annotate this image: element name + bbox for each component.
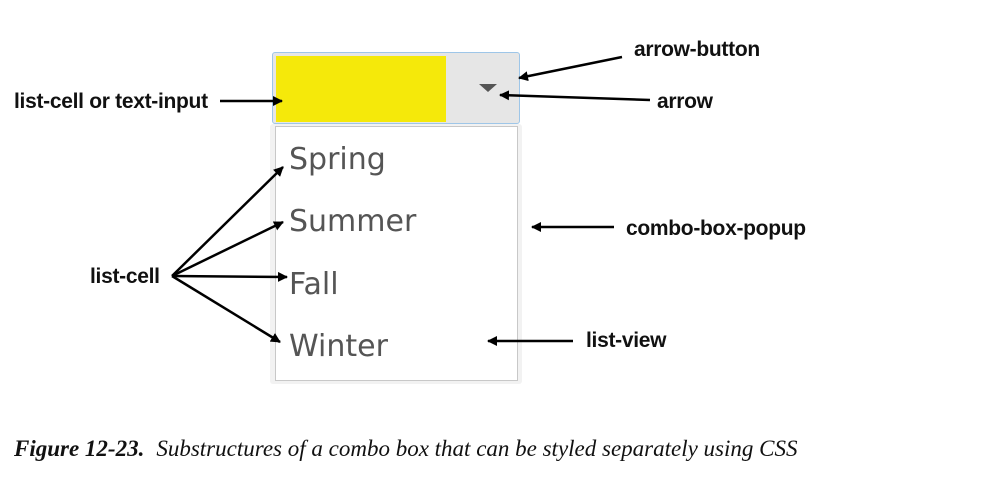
- triangle-down-icon: [479, 84, 497, 92]
- arrow-to-fall: [171, 271, 288, 282]
- figure-caption-text: Substructures of a combo box that can be…: [156, 436, 798, 461]
- list-view[interactable]: Spring Summer Fall Winter: [275, 126, 518, 381]
- label-arrow: arrow: [657, 90, 713, 113]
- label-list-cell-or-text-input: list-cell or text-input: [14, 90, 208, 113]
- list-item-spring[interactable]: Spring: [289, 142, 386, 177]
- list-item-fall[interactable]: Fall: [289, 267, 339, 302]
- combo-list-cell[interactable]: [276, 56, 446, 122]
- label-arrow-button: arrow-button: [634, 38, 760, 61]
- combo-box[interactable]: [272, 52, 520, 124]
- figure-caption: Figure 12-23. Substructures of a combo bo…: [14, 436, 798, 462]
- arrow-to-winter: [171, 274, 281, 344]
- arrow-to-arrow-button: [518, 55, 623, 82]
- arrow-button[interactable]: [446, 53, 519, 123]
- arrow-to-arrow: [499, 90, 651, 102]
- label-combo-box-popup: combo-box-popup: [626, 217, 806, 240]
- arrow-to-spring: [171, 166, 284, 277]
- figure-number: Figure 12-23.: [14, 436, 145, 461]
- label-list-cell: list-cell: [90, 265, 160, 288]
- label-list-view: list-view: [586, 329, 667, 352]
- list-item-winter[interactable]: Winter: [289, 329, 388, 364]
- arrow-to-summer: [171, 220, 284, 278]
- list-item-summer[interactable]: Summer: [289, 204, 417, 239]
